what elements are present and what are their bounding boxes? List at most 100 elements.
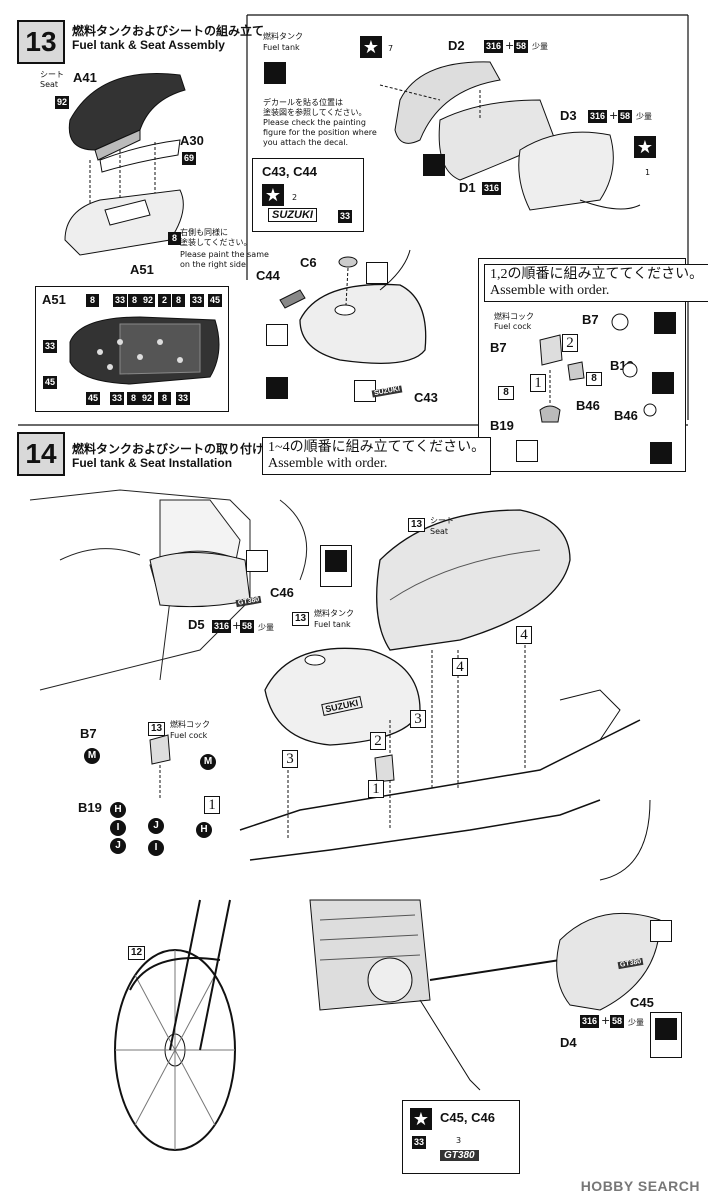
fuelcock-en: Fuel cock — [494, 322, 532, 331]
part-C43: C43 — [414, 390, 438, 405]
plus-d5: + — [232, 619, 242, 632]
small-amount-d5: 少量 — [258, 623, 274, 632]
part-D2: D2 — [448, 38, 465, 53]
color-58-d5: 58 — [240, 620, 255, 633]
a51-top-7: 45 — [208, 294, 223, 307]
letter-M-right: M — [200, 754, 216, 770]
seat-en-14: Seat — [430, 527, 449, 536]
seat-drawing — [64, 72, 186, 256]
paint-icon-b7 — [654, 312, 676, 334]
order-note-13: 1,2の順番に組み立ててください。 Assemble with order. — [484, 264, 708, 302]
paint-icon-b46 — [650, 442, 672, 464]
fueltank-label-en: Fuel tank — [263, 43, 300, 52]
color-69: 69 — [182, 152, 197, 165]
color-316-d1: 316 — [482, 182, 502, 195]
order-1: 1 — [530, 374, 546, 392]
letter-J-left: J — [110, 838, 126, 854]
order-note-14-en: Assemble with order. — [268, 456, 388, 471]
gt380-decal: GT380 — [440, 1150, 479, 1161]
a51-top-5: 8 — [172, 294, 185, 307]
ref-13-fuelcock: 13 — [148, 722, 166, 736]
fuelcock-jp-14: 燃料コック — [170, 720, 210, 729]
step14-title-jp: 燃料タンクおよびシートの取り付け — [72, 442, 265, 456]
fuelcock-drawing — [539, 313, 657, 423]
decal-star-icon-1: ★ — [360, 36, 382, 58]
letter-I-right: I — [148, 840, 164, 856]
order-note-14-jp: 1~4の順番に組み立ててください。 — [268, 440, 486, 455]
letter-I-left: I — [110, 820, 126, 836]
a51-bottom-1: 8 — [127, 392, 140, 405]
decal-icon-c6 — [366, 262, 388, 284]
order-2-14: 2 — [370, 732, 386, 750]
a51-bottom-left: 45 — [86, 392, 101, 405]
color-316-d2: 316 — [484, 40, 504, 53]
part-C44: C44 — [256, 268, 280, 283]
order-1-14: 1 — [368, 780, 384, 798]
part-B19-14: B19 — [78, 800, 102, 815]
paint-icon-d1 — [423, 154, 445, 176]
small-amount-d4: 少量 — [628, 1018, 644, 1027]
fueltank-assembled-drawing — [279, 249, 427, 364]
small-amount-d3: 少量 — [636, 112, 652, 121]
part-D5: D5 — [188, 617, 205, 632]
part-B46-right: B46 — [614, 408, 638, 423]
suzuki-decal: SUZUKI — [268, 208, 317, 222]
step14-number: 14 — [17, 432, 65, 476]
paint-icon-b19 — [652, 372, 674, 394]
a51-top-0: 8 — [86, 294, 99, 307]
order-4-a: 4 — [516, 626, 532, 644]
color-8-a51: 8 — [168, 232, 181, 245]
paint-icon-tank — [266, 377, 288, 399]
watermark: HOBBY SEARCH — [580, 1178, 700, 1194]
order-3-b: 3 — [282, 750, 298, 768]
order-note-14: 1~4の順番に組み立ててください。 Assemble with order. — [262, 437, 492, 475]
part-B46: B46 — [576, 398, 600, 413]
part-D1: D1 — [459, 180, 476, 195]
part-B7: B7 — [582, 312, 599, 327]
color-92: 92 — [55, 96, 70, 109]
a51-top-4: 2 — [158, 294, 171, 307]
color-316-d3: 316 — [588, 110, 608, 123]
letter-H-left: H — [110, 802, 126, 818]
part-C45: C45 — [630, 995, 654, 1010]
a51-top-6: 33 — [190, 294, 205, 307]
decal-icon-d5 — [246, 550, 268, 572]
color-58-d2: 58 — [514, 40, 529, 53]
a51-bottom-0: 33 — [110, 392, 125, 405]
color-58-d4: 58 — [610, 1015, 625, 1028]
plus-d4: + — [601, 1014, 611, 1027]
order-note-13-en: Assemble with order. — [490, 283, 610, 298]
a51-bottom-4: 33 — [176, 392, 191, 405]
a51-top-2: 8 — [128, 294, 141, 307]
letter-J-right: J — [148, 818, 164, 834]
decal-note-jp: デカールを貼る位置は 塗装図を参照してください。 — [263, 98, 367, 117]
decal-star-icon-14: ★ — [410, 1108, 432, 1130]
part-A41: A41 — [73, 70, 97, 85]
part-A30: A30 — [180, 133, 204, 148]
fueltank-label-jp: 燃料タンク — [263, 32, 303, 41]
paint-note-jp: 右側も同様に 塗装してください。 — [180, 228, 252, 247]
part-D3: D3 — [560, 108, 577, 123]
color-58-d3: 58 — [618, 110, 633, 123]
decal-2: 2 — [292, 193, 298, 202]
plus-d3: + — [609, 109, 619, 122]
fueltank-halves-drawing — [379, 61, 641, 211]
a51-box-title: A51 — [42, 292, 66, 307]
seat-label-jp: シート — [40, 70, 64, 79]
ref-13-seat: 13 — [408, 518, 426, 532]
step13-title-jp: 燃料タンクおよびシートの組み立て — [72, 24, 265, 38]
paint-icon-b19-bottom — [516, 440, 538, 462]
order-note-13-jp: 1,2の順番に組み立ててください。 — [490, 267, 704, 282]
ref-12: 12 — [128, 946, 146, 960]
code-8-right: 8 — [586, 372, 602, 386]
decal-note-en: Please check the painting figure for the… — [263, 118, 377, 147]
color-316-d4: 316 — [580, 1015, 600, 1028]
decal-box-title-14: C45, C46 — [440, 1110, 495, 1125]
seat-jp-14: シート — [430, 516, 454, 525]
fuelcock-en-14: Fuel cock — [170, 731, 208, 740]
decal-box-title: C43, C44 — [262, 164, 317, 179]
decal-1: 1 — [645, 168, 651, 177]
a51-left-1: 45 — [43, 376, 58, 389]
